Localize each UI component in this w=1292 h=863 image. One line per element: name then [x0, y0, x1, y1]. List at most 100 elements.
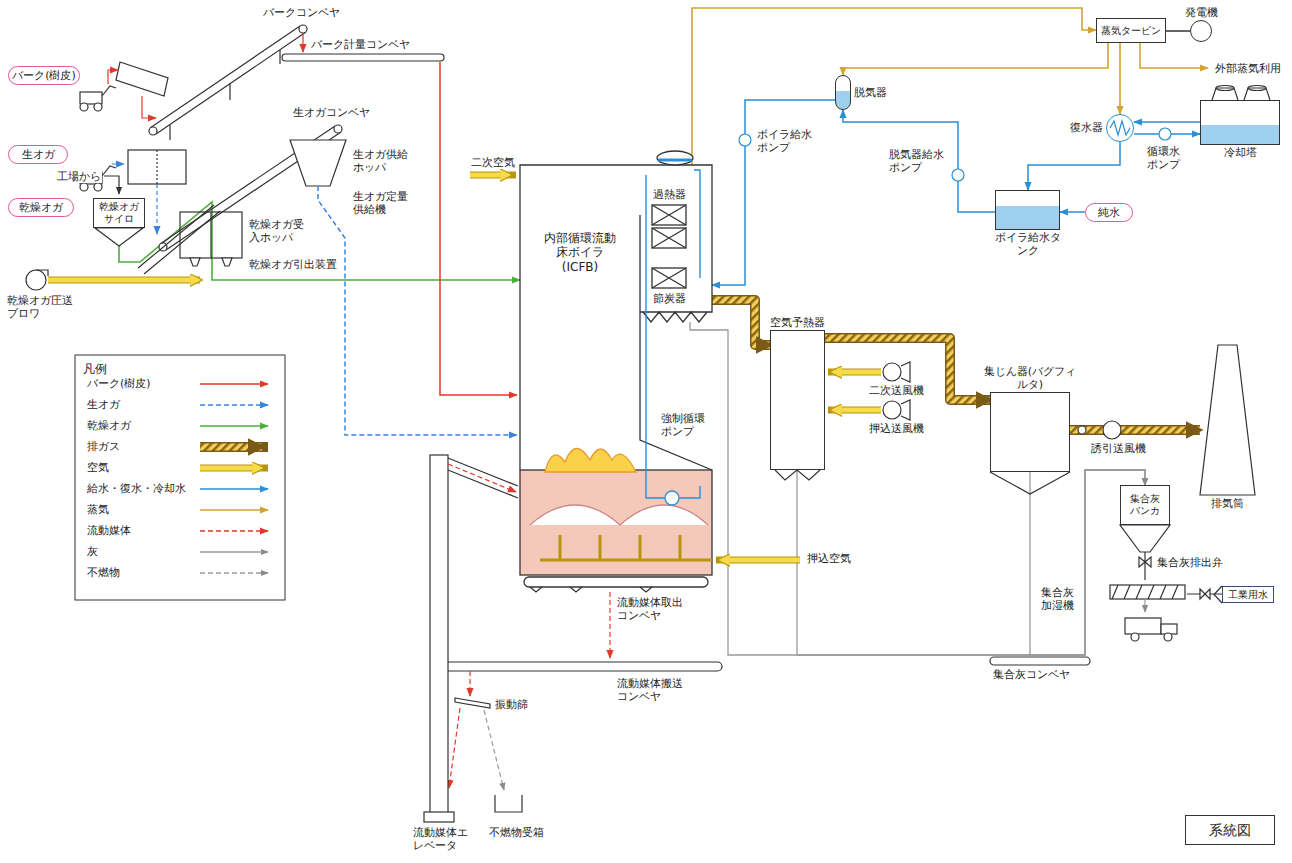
air-preheater-parts [832, 408, 881, 413]
flue-gas-equipment [1078, 426, 1086, 434]
part-label: 生オガ定量供給機 [352, 190, 412, 216]
steam-water-cycle [1248, 86, 1266, 91]
legend-text: 給水・復水・冷却水 [86, 482, 187, 495]
boiler-body [530, 505, 708, 525]
raw-sawdust-line [290, 140, 346, 186]
connector-stroke [1070, 427, 1200, 434]
flow-connector [1060, 212, 1085, 213]
part-label: 外部蒸気利用 [1214, 62, 1282, 75]
connector-stroke [712, 100, 835, 285]
boiler-body [520, 470, 712, 575]
node-text: 工業用水 [1228, 589, 1268, 601]
part-label: 循環水ポンプ [1146, 145, 1188, 171]
fluid-media-line [448, 464, 516, 492]
node-text: 生オガ [22, 148, 55, 161]
box-node: 空気予熱器 [770, 330, 825, 470]
node-text: 集じん器(バグフィルタ) [982, 365, 1078, 391]
legend-sample [200, 442, 268, 452]
legend-sample [200, 425, 268, 427]
node-text: 純水 [1098, 206, 1120, 219]
connector-stroke [1166, 30, 1190, 32]
ash-handling [1125, 618, 1161, 634]
box-node: 集合灰バンカ [1120, 485, 1170, 525]
node-text: 集合灰バンカ [1128, 493, 1162, 517]
connector-stroke [825, 338, 990, 400]
steam-water-cycle [1216, 86, 1234, 91]
bark-line [108, 70, 118, 84]
air-preheater-parts [901, 400, 910, 420]
pill-node: バーク(樹皮) [8, 66, 80, 85]
boiler-body [658, 159, 692, 162]
dry-sawdust-line [190, 258, 232, 266]
node-text: 乾燥オガサイロ [97, 201, 141, 225]
boiler-body [652, 228, 686, 248]
part-label: 過熱器 [652, 188, 687, 201]
dry-sawdust-line [48, 278, 200, 283]
part-label: 集合灰排出弁 [1156, 556, 1224, 569]
boiler-body [524, 577, 708, 587]
steam-water-cycle [1159, 128, 1171, 140]
part-label: 不燃物受箱 [488, 826, 545, 839]
fluid-media-line [609, 592, 610, 658]
node-text: 冷却塔 [1224, 146, 1257, 159]
legend-sample [200, 509, 268, 511]
node-text: 内部循環流動床ボイラ(ICFB) [542, 231, 618, 274]
connector-stroke [797, 470, 1145, 655]
bark-line [282, 54, 444, 61]
ash-handling [1214, 586, 1222, 603]
legend-sample [200, 404, 268, 406]
ash-handling [1110, 585, 1185, 599]
node-text: バーク(樹皮) [12, 69, 76, 82]
dry-sawdust-line [26, 176, 242, 290]
fluid-media-line [455, 698, 490, 708]
connector-stroke [712, 300, 770, 345]
flow-connector [1166, 31, 1190, 32]
bark-line [299, 25, 307, 33]
dry-sawdust-line [26, 270, 46, 290]
flue-gas-equipment [990, 472, 1070, 494]
connector-stroke [1060, 211, 1085, 213]
node-text: 空気予熱器 [770, 316, 825, 329]
legend-text: 排ガス [86, 440, 121, 453]
ash-handling [990, 657, 1090, 665]
ash-handling [1164, 633, 1172, 641]
boiler-body [652, 205, 686, 225]
node-text: ボイラ給水タンク [992, 231, 1064, 257]
raw-sawdust-line [156, 150, 157, 184]
dry-sawdust-line [48, 277, 200, 284]
flow-connector [1028, 142, 1120, 190]
dry-sawdust-line [180, 212, 242, 258]
bark-line [149, 127, 157, 135]
flow-connector [1134, 122, 1200, 123]
boiler-body [665, 491, 679, 505]
steam-water-cycle [739, 43, 1270, 181]
dry-sawdust-line [104, 176, 119, 194]
plain-node: 内部循環流動床ボイラ(ICFB) [520, 165, 712, 575]
legend-box [75, 355, 285, 600]
fluid-media-line [449, 708, 460, 788]
drum-node: 脱気器 [835, 75, 851, 110]
boiler-body [690, 322, 712, 330]
part-label: 生オガコンベヤ [292, 106, 371, 119]
air-preheater-parts [832, 370, 881, 375]
part-label: 振動篩 [494, 698, 529, 711]
raw-sawdust-line [318, 186, 517, 435]
dry-sawdust-line [210, 212, 211, 258]
legend-sample [200, 572, 268, 574]
box-node: 蒸気タービン [1096, 18, 1166, 43]
raw-sawdust-line [94, 183, 102, 191]
air-preheater-parts [775, 470, 820, 480]
part-label: 節炭器 [652, 292, 687, 305]
bark-line [80, 103, 88, 111]
flow-connector [712, 100, 835, 285]
raw-sawdust-line [128, 150, 186, 184]
connector-stroke [712, 300, 770, 345]
ash-handling [1161, 624, 1177, 634]
legend-text: 蒸気 [86, 503, 110, 516]
connector-stroke [1134, 121, 1200, 123]
legend-sample [200, 465, 268, 472]
flow-connector [712, 330, 1145, 655]
tag-node: 工業用水 [1222, 586, 1274, 603]
plain-node: 排気筒 [1200, 345, 1255, 495]
